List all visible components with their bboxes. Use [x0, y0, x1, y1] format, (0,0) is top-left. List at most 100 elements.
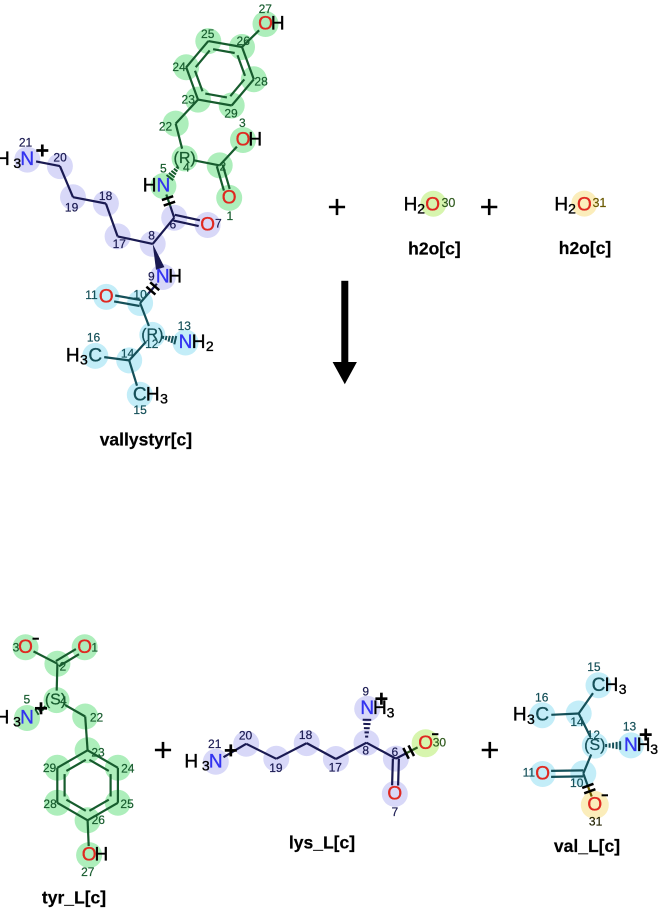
- svg-text:H: H: [143, 176, 157, 197]
- svg-text:7: 7: [215, 217, 222, 231]
- svg-text:3: 3: [387, 704, 395, 720]
- svg-text:3: 3: [527, 711, 535, 727]
- svg-text:H: H: [554, 195, 568, 216]
- svg-text:24: 24: [172, 60, 186, 74]
- svg-text:tyr_L[c]: tyr_L[c]: [42, 888, 106, 908]
- svg-text:O: O: [577, 195, 592, 216]
- svg-text:H: H: [513, 705, 527, 726]
- svg-text:18: 18: [99, 189, 113, 203]
- svg-text:14: 14: [121, 347, 135, 361]
- svg-text:17: 17: [329, 761, 343, 775]
- svg-text:3: 3: [650, 741, 658, 757]
- svg-text:O: O: [99, 286, 114, 307]
- svg-text:O: O: [200, 215, 215, 236]
- svg-text:23: 23: [182, 92, 196, 106]
- svg-text:4: 4: [183, 160, 190, 174]
- svg-text:26: 26: [92, 813, 106, 827]
- svg-text:31: 31: [589, 815, 603, 829]
- svg-text:2: 2: [220, 160, 227, 174]
- svg-text:3: 3: [13, 155, 21, 171]
- svg-text:N: N: [179, 332, 193, 353]
- svg-text:3: 3: [13, 714, 21, 730]
- svg-text:(S): (S): [45, 692, 66, 709]
- svg-text:2: 2: [568, 201, 576, 217]
- svg-text:3: 3: [80, 352, 88, 368]
- svg-text:22: 22: [159, 120, 173, 134]
- svg-text:27: 27: [81, 865, 95, 879]
- svg-text:C: C: [535, 705, 549, 726]
- svg-text:O: O: [77, 637, 92, 658]
- svg-text:C: C: [133, 384, 147, 405]
- svg-text:N: N: [157, 176, 171, 197]
- svg-text:N: N: [360, 698, 374, 719]
- svg-text:(R): (R): [141, 326, 163, 343]
- svg-text:19: 19: [65, 201, 79, 215]
- svg-text:16: 16: [87, 330, 101, 344]
- svg-text:O: O: [82, 845, 97, 866]
- svg-text:20: 20: [53, 151, 67, 165]
- svg-text:H: H: [184, 751, 198, 772]
- svg-text:3: 3: [13, 640, 20, 654]
- svg-text:22: 22: [90, 710, 104, 724]
- svg-text:18: 18: [299, 728, 313, 742]
- svg-text:H: H: [637, 735, 651, 756]
- svg-text:C: C: [88, 345, 102, 366]
- svg-text:6: 6: [170, 218, 177, 232]
- svg-text:10: 10: [133, 287, 147, 301]
- svg-text:N: N: [20, 708, 34, 729]
- svg-text:H: H: [373, 698, 387, 719]
- svg-text:H: H: [146, 384, 160, 405]
- svg-text:2: 2: [206, 338, 214, 354]
- svg-text:16: 16: [535, 690, 549, 704]
- svg-text:30: 30: [433, 736, 447, 750]
- svg-text:H: H: [192, 332, 206, 353]
- svg-text:8: 8: [362, 744, 369, 758]
- svg-text:O: O: [587, 795, 602, 816]
- svg-text:27: 27: [259, 2, 273, 16]
- svg-text:20: 20: [239, 728, 253, 742]
- svg-text:23: 23: [91, 745, 105, 759]
- svg-text:17: 17: [113, 237, 127, 251]
- svg-text:13: 13: [178, 319, 192, 333]
- svg-text:O: O: [418, 733, 433, 754]
- svg-text:3: 3: [619, 681, 627, 697]
- svg-text:10: 10: [570, 776, 584, 790]
- svg-text:lys_L[c]: lys_L[c]: [289, 832, 355, 852]
- svg-text:5: 5: [160, 162, 167, 176]
- svg-text:24: 24: [121, 762, 135, 776]
- svg-text:11: 11: [85, 288, 98, 302]
- svg-text:9: 9: [148, 269, 155, 283]
- svg-text:h2o[c]: h2o[c]: [559, 238, 612, 258]
- svg-text:O: O: [222, 187, 237, 208]
- svg-text:26: 26: [237, 34, 251, 48]
- svg-text:H: H: [95, 845, 109, 866]
- svg-text:2: 2: [59, 659, 66, 673]
- svg-text:21: 21: [208, 737, 222, 751]
- svg-text:O: O: [18, 637, 33, 658]
- svg-text:9: 9: [362, 685, 369, 699]
- svg-text:6: 6: [391, 745, 398, 759]
- svg-text:h2o[c]: h2o[c]: [408, 239, 461, 259]
- svg-text:25: 25: [120, 797, 134, 811]
- svg-text:N: N: [156, 267, 170, 288]
- svg-text:8: 8: [148, 229, 155, 243]
- svg-text:H: H: [248, 130, 262, 151]
- svg-text:11: 11: [523, 766, 536, 780]
- svg-text:7: 7: [391, 805, 398, 819]
- svg-text:15: 15: [133, 403, 147, 417]
- svg-text:30: 30: [441, 196, 455, 210]
- svg-text:C: C: [592, 675, 606, 696]
- svg-text:21: 21: [19, 136, 33, 150]
- svg-text:vallystyr[c]: vallystyr[c]: [100, 429, 192, 449]
- svg-text:val_L[c]: val_L[c]: [554, 836, 620, 856]
- svg-text:28: 28: [254, 75, 268, 89]
- svg-text:N: N: [209, 751, 223, 772]
- svg-text:25: 25: [201, 27, 215, 41]
- svg-text:O: O: [387, 783, 402, 804]
- svg-text:28: 28: [43, 797, 57, 811]
- svg-text:1: 1: [91, 640, 98, 654]
- svg-text:31: 31: [592, 196, 606, 210]
- svg-text:29: 29: [224, 106, 238, 120]
- svg-text:29: 29: [43, 761, 57, 775]
- svg-text:3: 3: [202, 757, 210, 773]
